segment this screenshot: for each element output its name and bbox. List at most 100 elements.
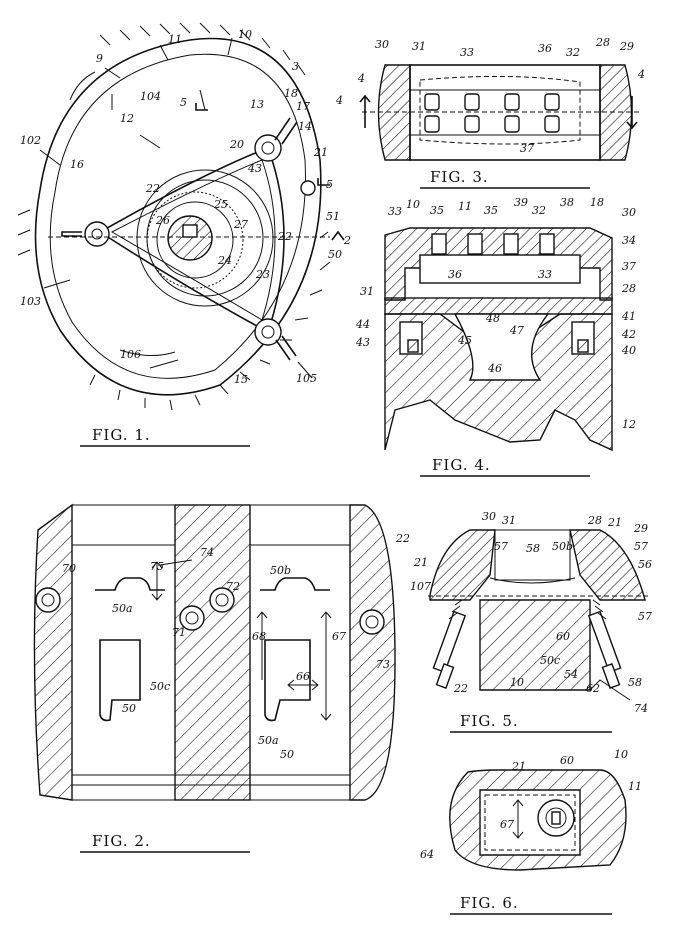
label-18: 18	[590, 196, 604, 209]
fig6-labels: 21 60 10 11 67 64	[420, 748, 642, 861]
label-33b: 33	[538, 268, 552, 281]
label-36: 36	[538, 42, 552, 55]
label-21-right: 21	[607, 516, 622, 529]
fig4-cross-section	[384, 227, 613, 452]
fig6-port-detail	[449, 769, 627, 871]
label-21: 21	[313, 146, 328, 159]
label-39: 39	[514, 196, 528, 209]
label-54: 54	[564, 668, 578, 681]
label-34: 34	[622, 234, 636, 247]
label-4-fig1: 4	[335, 94, 343, 107]
label-50-right: 50	[280, 748, 294, 761]
label-43: 43	[247, 162, 262, 175]
label-62: 62	[586, 682, 600, 695]
label-25: 25	[213, 198, 228, 211]
label-18: 18	[284, 87, 298, 100]
label-30: 30	[375, 38, 389, 51]
fig3-caption: FIG. 3.	[420, 168, 590, 189]
label-12: 12	[622, 418, 636, 431]
label-24: 24	[217, 254, 232, 267]
label-15: 15	[234, 373, 248, 386]
label-27: 27	[233, 218, 248, 231]
label-31: 31	[502, 514, 516, 527]
label-75: 75	[150, 560, 164, 573]
label-11: 11	[168, 33, 182, 46]
label-30: 30	[482, 510, 496, 523]
label-2: 2	[343, 234, 351, 247]
label-37: 37	[520, 142, 534, 155]
label-50c: 50c	[540, 654, 560, 667]
label-51: 51	[326, 210, 340, 223]
label-22: 22	[395, 532, 410, 545]
label-29: 29	[619, 40, 634, 53]
label-50-left: 50	[122, 702, 136, 715]
label-47: 47	[509, 324, 524, 337]
fig6-caption-text: FIG. 6.	[460, 894, 519, 912]
label-5-top: 5	[180, 96, 187, 109]
fig2-caption: FIG. 2.	[80, 832, 250, 853]
label-66: 66	[296, 670, 310, 683]
fig6-caption: FIG. 6.	[450, 894, 612, 915]
label-33: 33	[460, 46, 474, 59]
label-21-left: 21	[413, 556, 428, 569]
fig5-left-spark-plug	[432, 599, 467, 689]
label-11: 11	[458, 200, 472, 213]
label-57c: 57	[638, 610, 652, 623]
label-13: 13	[250, 98, 264, 111]
fig5-section-with-spark-plugs	[428, 529, 648, 701]
label-50b-right: 50b	[270, 564, 291, 577]
label-26: 26	[155, 214, 170, 227]
label-22-right: 22	[277, 230, 292, 243]
label-60: 60	[556, 630, 570, 643]
fig4-caption-text: FIG. 4.	[432, 456, 491, 474]
label-45: 45	[457, 334, 472, 347]
fig2-labels: 75 74 70 72 50b 22 71 50a 68 67 50c 66 7…	[62, 532, 410, 761]
label-40: 40	[621, 344, 636, 357]
label-72: 72	[226, 580, 240, 593]
label-21: 21	[511, 760, 526, 773]
label-35a: 35	[430, 204, 444, 217]
label-105: 105	[296, 372, 317, 385]
label-74: 74	[200, 546, 214, 559]
label-70: 70	[62, 562, 76, 575]
label-43: 43	[355, 336, 370, 349]
label-14: 14	[298, 120, 312, 133]
label-67: 67	[332, 630, 346, 643]
fig1-caption: FIG. 1.	[80, 426, 250, 447]
label-103: 103	[20, 295, 41, 308]
label-50c: 50c	[150, 680, 170, 693]
fig4-caption: FIG. 4.	[420, 456, 590, 477]
label-64: 64	[420, 848, 434, 861]
fig3-rotor-top-view	[359, 64, 640, 161]
label-50: 50	[328, 248, 342, 261]
label-57b: 57	[634, 540, 648, 553]
label-3: 3	[292, 60, 299, 73]
fig3-labels: 30 31 33 36 32 28 29 4 37 4	[357, 36, 645, 155]
fig5-labels: 30 31 28 21 29 21 57 58 50b 57 56 107 60…	[410, 510, 652, 715]
label-31: 31	[412, 40, 426, 53]
label-16: 16	[70, 158, 84, 171]
label-42: 42	[621, 328, 636, 341]
fig5-right-spark-plug	[587, 599, 622, 689]
label-11: 11	[628, 780, 642, 793]
label-33a: 33	[388, 205, 402, 218]
label-56: 56	[638, 558, 652, 571]
label-46: 46	[487, 362, 502, 375]
label-22-left: 22	[145, 182, 160, 195]
label-41: 41	[621, 310, 636, 323]
fig4-labels: 33 10 35 11 35 39 32 38 18 30 34 31 36 3…	[355, 196, 636, 431]
label-10: 10	[510, 676, 524, 689]
label-23: 23	[255, 268, 270, 281]
label-68: 68	[252, 630, 266, 643]
label-4-left: 4	[357, 72, 365, 85]
fig2-spark-plugs	[35, 587, 385, 635]
label-36: 36	[448, 268, 462, 281]
label-107: 107	[410, 580, 431, 593]
label-10: 10	[614, 748, 628, 761]
label-74: 74	[634, 702, 648, 715]
label-22: 22	[453, 682, 468, 695]
label-12: 12	[120, 112, 134, 125]
fig3-caption-text: FIG. 3.	[430, 168, 489, 186]
label-48: 48	[485, 312, 500, 325]
